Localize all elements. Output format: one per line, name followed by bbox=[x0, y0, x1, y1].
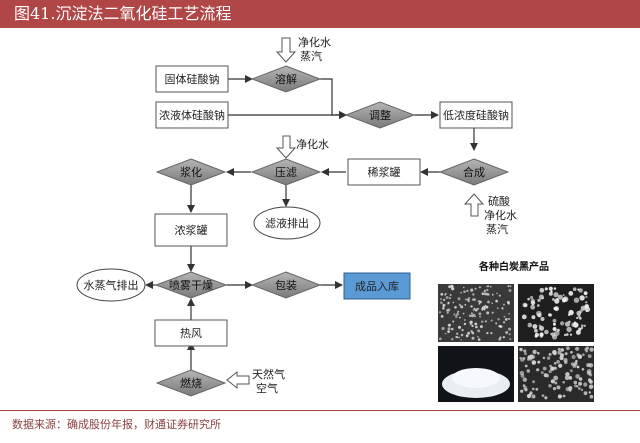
svg-text:空气: 空气 bbox=[256, 381, 278, 395]
dissolve-diamond: 溶解 bbox=[250, 65, 322, 93]
product-photos: 各种白炭黑产品 bbox=[438, 260, 594, 402]
svg-text:净化水: 净化水 bbox=[484, 208, 517, 222]
slurry-label: 浆化 bbox=[180, 165, 202, 179]
packing-diamond: 包装 bbox=[250, 271, 322, 299]
burning-inputs: 天然气 空气 bbox=[252, 367, 285, 395]
photo-granules-top-left bbox=[438, 284, 514, 342]
dilute-tank-box: 稀浆罐 bbox=[347, 158, 421, 186]
svg-text:净化水: 净化水 bbox=[298, 35, 331, 49]
down-arrow-icon bbox=[275, 135, 297, 159]
spray-dry-diamond: 喷雾干燥 bbox=[154, 271, 228, 299]
dissolve-inputs: 净化水 蒸汽 bbox=[298, 35, 331, 63]
filtrate-ellipse: 滤液排出 bbox=[253, 206, 321, 240]
svg-text:蒸汽: 蒸汽 bbox=[486, 222, 508, 236]
packing-label: 包装 bbox=[275, 279, 297, 292]
synthesis-diamond: 合成 bbox=[438, 158, 510, 186]
filtrate-label: 滤液排出 bbox=[265, 216, 309, 230]
synthesis-label: 合成 bbox=[463, 165, 485, 179]
down-arrow-icon bbox=[275, 37, 297, 63]
svg-text:天然气: 天然气 bbox=[252, 367, 285, 381]
steam-out-label: 水蒸气排出 bbox=[84, 278, 139, 292]
svg-text:蒸汽: 蒸汽 bbox=[300, 49, 322, 63]
hot-air-label: 热风 bbox=[180, 327, 202, 340]
flow-connectors bbox=[145, 75, 478, 370]
left-arrow-icon bbox=[226, 370, 250, 390]
dilute-tank-label: 稀浆罐 bbox=[368, 165, 401, 179]
burning-label: 燃烧 bbox=[180, 376, 202, 390]
figure-title: 图41.沉淀法二氧化硅工艺流程 bbox=[0, 0, 640, 28]
press-inputs: 净化水 bbox=[296, 137, 329, 151]
press-filter-label: 压滤 bbox=[275, 166, 297, 179]
storage-label: 成品入库 bbox=[355, 280, 399, 293]
photo-powder-bottom-left bbox=[438, 346, 514, 402]
solid-silicate-box: 固体硅酸钠 bbox=[155, 65, 229, 93]
press-filter-diamond: 压滤 bbox=[250, 158, 322, 186]
synthesis-inputs: 硫酸 净化水 蒸汽 bbox=[484, 194, 517, 236]
steam-out-ellipse: 水蒸气排出 bbox=[76, 268, 146, 302]
thick-tank-box: 浓浆罐 bbox=[154, 213, 228, 247]
up-arrow-icon bbox=[463, 193, 485, 217]
adjust-label: 调整 bbox=[369, 108, 391, 122]
photo-pellets-bottom-right bbox=[518, 346, 594, 402]
input-arrows bbox=[226, 37, 485, 390]
solid-silicate-label: 固体硅酸钠 bbox=[165, 72, 220, 86]
low-conc-silicate-box: 低浓度硅酸钠 bbox=[439, 101, 513, 129]
thick-tank-label: 浓浆罐 bbox=[175, 223, 208, 237]
source-note: 数据来源：确成股份年报，财通证券研究所 bbox=[12, 418, 221, 431]
photos-title: 各种白炭黑产品 bbox=[478, 260, 549, 273]
footer-divider bbox=[0, 410, 640, 411]
adjust-diamond: 调整 bbox=[344, 101, 416, 129]
burning-diamond: 燃烧 bbox=[155, 369, 227, 397]
dissolve-label: 溶解 bbox=[275, 72, 297, 86]
conc-silicate-box: 浓液体硅酸钠 bbox=[155, 101, 229, 129]
conc-silicate-label: 浓液体硅酸钠 bbox=[159, 108, 225, 122]
low-conc-silicate-label: 低浓度硅酸钠 bbox=[443, 108, 509, 122]
slurry-diamond: 浆化 bbox=[155, 158, 227, 186]
svg-text:净化水: 净化水 bbox=[296, 137, 329, 151]
hot-air-box: 热风 bbox=[154, 319, 228, 347]
spray-dry-label: 喷雾干燥 bbox=[169, 279, 213, 292]
storage-box: 成品入库 bbox=[343, 272, 411, 300]
svg-text:硫酸: 硫酸 bbox=[488, 194, 510, 208]
photo-granules-top-right bbox=[518, 284, 594, 342]
